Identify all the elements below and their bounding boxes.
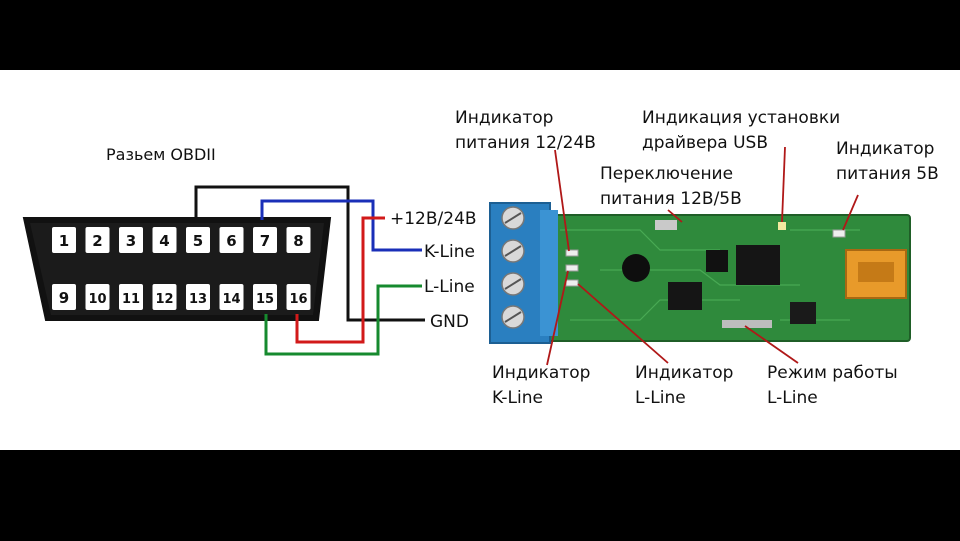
label-5v-line2: питания 5В bbox=[836, 164, 939, 184]
usb-connector bbox=[845, 249, 907, 299]
bottom-pin-10 bbox=[85, 284, 110, 310]
top-pin-8 bbox=[286, 227, 311, 253]
label-5v-line1: Индикатор bbox=[836, 139, 935, 159]
label-switch-line1: Переключение bbox=[600, 164, 734, 184]
top-pin-label-1: 1 bbox=[59, 232, 69, 250]
pointer-lines bbox=[546, 146, 859, 366]
label-k-line-indicator-line2: K-Line bbox=[492, 388, 543, 408]
k-line-wire bbox=[260, 199, 422, 252]
bottom-pin-label-9: 9 bbox=[59, 289, 69, 307]
switch-jumper bbox=[655, 220, 677, 230]
l-line-mode-jumper bbox=[722, 320, 772, 328]
bottom-pin-14 bbox=[219, 284, 244, 310]
bottom-pin-label-16: 16 bbox=[289, 292, 307, 307]
pointer-usb-driver bbox=[781, 146, 786, 223]
wires bbox=[194, 185, 425, 356]
label-usb-driver-line2: драйвера USB bbox=[642, 133, 768, 153]
gnd-wire bbox=[194, 185, 425, 322]
label-power-indicator-line2: питания 12/24В bbox=[455, 133, 596, 153]
top-pin-5 bbox=[186, 227, 210, 253]
label-l-line-indicator-line1: Индикатор bbox=[635, 363, 734, 383]
power-5v-led bbox=[832, 229, 846, 238]
wire-label-l-line: L-Line bbox=[424, 277, 475, 297]
terminal-screws bbox=[501, 206, 525, 329]
bottom-pin-11 bbox=[119, 284, 143, 310]
status-leds bbox=[565, 249, 579, 287]
label-usb-driver-line1: Индикация установки bbox=[642, 108, 841, 128]
bottom-pin-label-14: 14 bbox=[222, 292, 240, 307]
label-l-line-mode-line1: Режим работы bbox=[767, 363, 898, 383]
bottom-pin-9 bbox=[52, 284, 76, 310]
top-pin-7 bbox=[253, 227, 277, 253]
usb-driver-led bbox=[778, 222, 786, 230]
chip-usb-controller bbox=[736, 245, 780, 285]
top-pin-label-8: 8 bbox=[293, 232, 303, 250]
bottom-pin-15 bbox=[253, 284, 277, 310]
top-pin-2 bbox=[85, 227, 110, 253]
bottom-pin-label-13: 13 bbox=[189, 292, 207, 307]
pointer-5v bbox=[842, 194, 859, 231]
top-pin-label-2: 2 bbox=[92, 232, 102, 250]
top-pin-3 bbox=[119, 227, 143, 253]
bottom-pin-16 bbox=[286, 284, 311, 310]
l-line-wire bbox=[264, 284, 422, 356]
pointer-switch bbox=[667, 209, 683, 223]
chip-small bbox=[668, 282, 702, 310]
bottom-pin-label-12: 12 bbox=[155, 292, 173, 307]
obd-pins-bottom: 9 10 11 12 13 14 15 16 bbox=[52, 284, 311, 310]
pcb bbox=[540, 215, 910, 341]
top-pin-label-6: 6 bbox=[226, 232, 236, 250]
bottom-pin-label-11: 11 bbox=[122, 292, 140, 307]
adapter-board bbox=[489, 202, 911, 344]
wire-label-k-line: K-Line bbox=[424, 242, 475, 262]
connector-title: Разьем OBDII bbox=[106, 145, 216, 164]
obd-pins-top: 1 2 3 4 5 6 7 8 bbox=[52, 227, 311, 253]
label-l-line-mode-line2: L-Line bbox=[767, 388, 818, 408]
power-wire bbox=[295, 216, 385, 344]
top-pin-4 bbox=[152, 227, 177, 253]
wire-label-power: +12В/24В bbox=[390, 209, 477, 229]
bottom-pin-label-10: 10 bbox=[88, 292, 106, 307]
label-l-line-indicator-line2: L-Line bbox=[635, 388, 686, 408]
label-switch-line2: питания 12В/5В bbox=[600, 189, 742, 209]
pointer-power-12-24 bbox=[554, 149, 570, 252]
top-pin-label-7: 7 bbox=[260, 232, 270, 250]
label-k-line-indicator-line1: Индикатор bbox=[492, 363, 591, 383]
label-power-indicator-line1: Индикатор bbox=[455, 108, 554, 128]
bottom-pin-13 bbox=[186, 284, 210, 310]
bottom-pin-label-15: 15 bbox=[256, 292, 274, 307]
top-pin-label-4: 4 bbox=[159, 232, 169, 250]
top-pin-label-3: 3 bbox=[126, 232, 136, 250]
pointer-l-line-indicator bbox=[577, 283, 669, 364]
pointer-l-line-mode bbox=[744, 325, 799, 364]
top-pin-6 bbox=[219, 227, 244, 253]
pointer-k-line-indicator bbox=[546, 270, 569, 366]
wire-label-gnd: GND bbox=[430, 312, 469, 332]
bottom-pin-12 bbox=[152, 284, 177, 310]
inductor bbox=[622, 254, 650, 282]
top-pin-label-5: 5 bbox=[193, 232, 203, 250]
top-pin-1 bbox=[52, 227, 76, 253]
